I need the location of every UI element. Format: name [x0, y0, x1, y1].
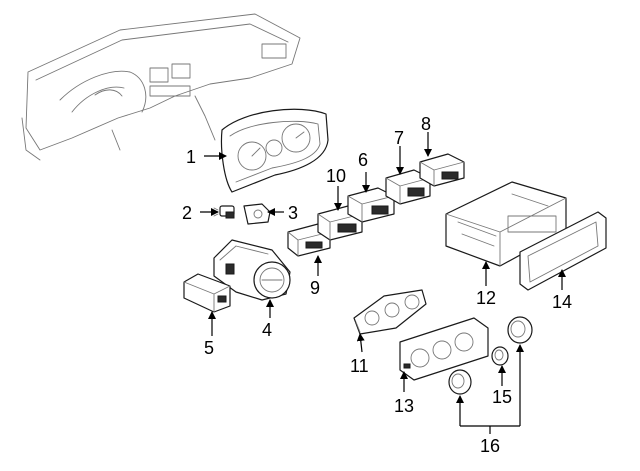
- callout-14: 14: [552, 292, 572, 312]
- callout-5: 5: [204, 338, 214, 358]
- switch-part-3: [243, 203, 271, 225]
- headlight-switch: [213, 239, 291, 301]
- heater-control: [353, 289, 427, 335]
- callout-2: 2: [182, 203, 192, 223]
- callout-6: 6: [358, 150, 368, 170]
- callout-8: 8: [421, 114, 431, 134]
- callout-12: 12: [476, 288, 496, 308]
- knob-right: [507, 316, 533, 344]
- dashboard-outline: [21, 13, 301, 161]
- switch-part-8: [419, 153, 465, 187]
- callout-4: 4: [262, 320, 272, 340]
- callout-numbers: 1 2 3 4 5 6 7 8 9 10 11 12 13 14 15 16: [182, 114, 572, 456]
- switch-part-6: [347, 187, 395, 223]
- callout-11: 11: [350, 356, 369, 376]
- trim-frame: [519, 211, 607, 291]
- callout-15: 15: [492, 387, 512, 407]
- callout-16: 16: [480, 436, 500, 456]
- dimmer-switch: [183, 273, 231, 313]
- callout-3: 3: [288, 203, 298, 223]
- knob-small: [491, 346, 509, 366]
- instrument-cluster: [220, 108, 329, 193]
- callout-9: 9: [310, 278, 320, 298]
- callout-lines: [200, 132, 566, 434]
- callout-10: 10: [326, 166, 346, 186]
- knob-left: [448, 369, 472, 395]
- callout-1: 1: [186, 147, 196, 167]
- callout-13: 13: [394, 396, 414, 416]
- switch-part-7: [385, 169, 431, 205]
- callout-7: 7: [394, 128, 404, 148]
- control-panel: [399, 317, 489, 381]
